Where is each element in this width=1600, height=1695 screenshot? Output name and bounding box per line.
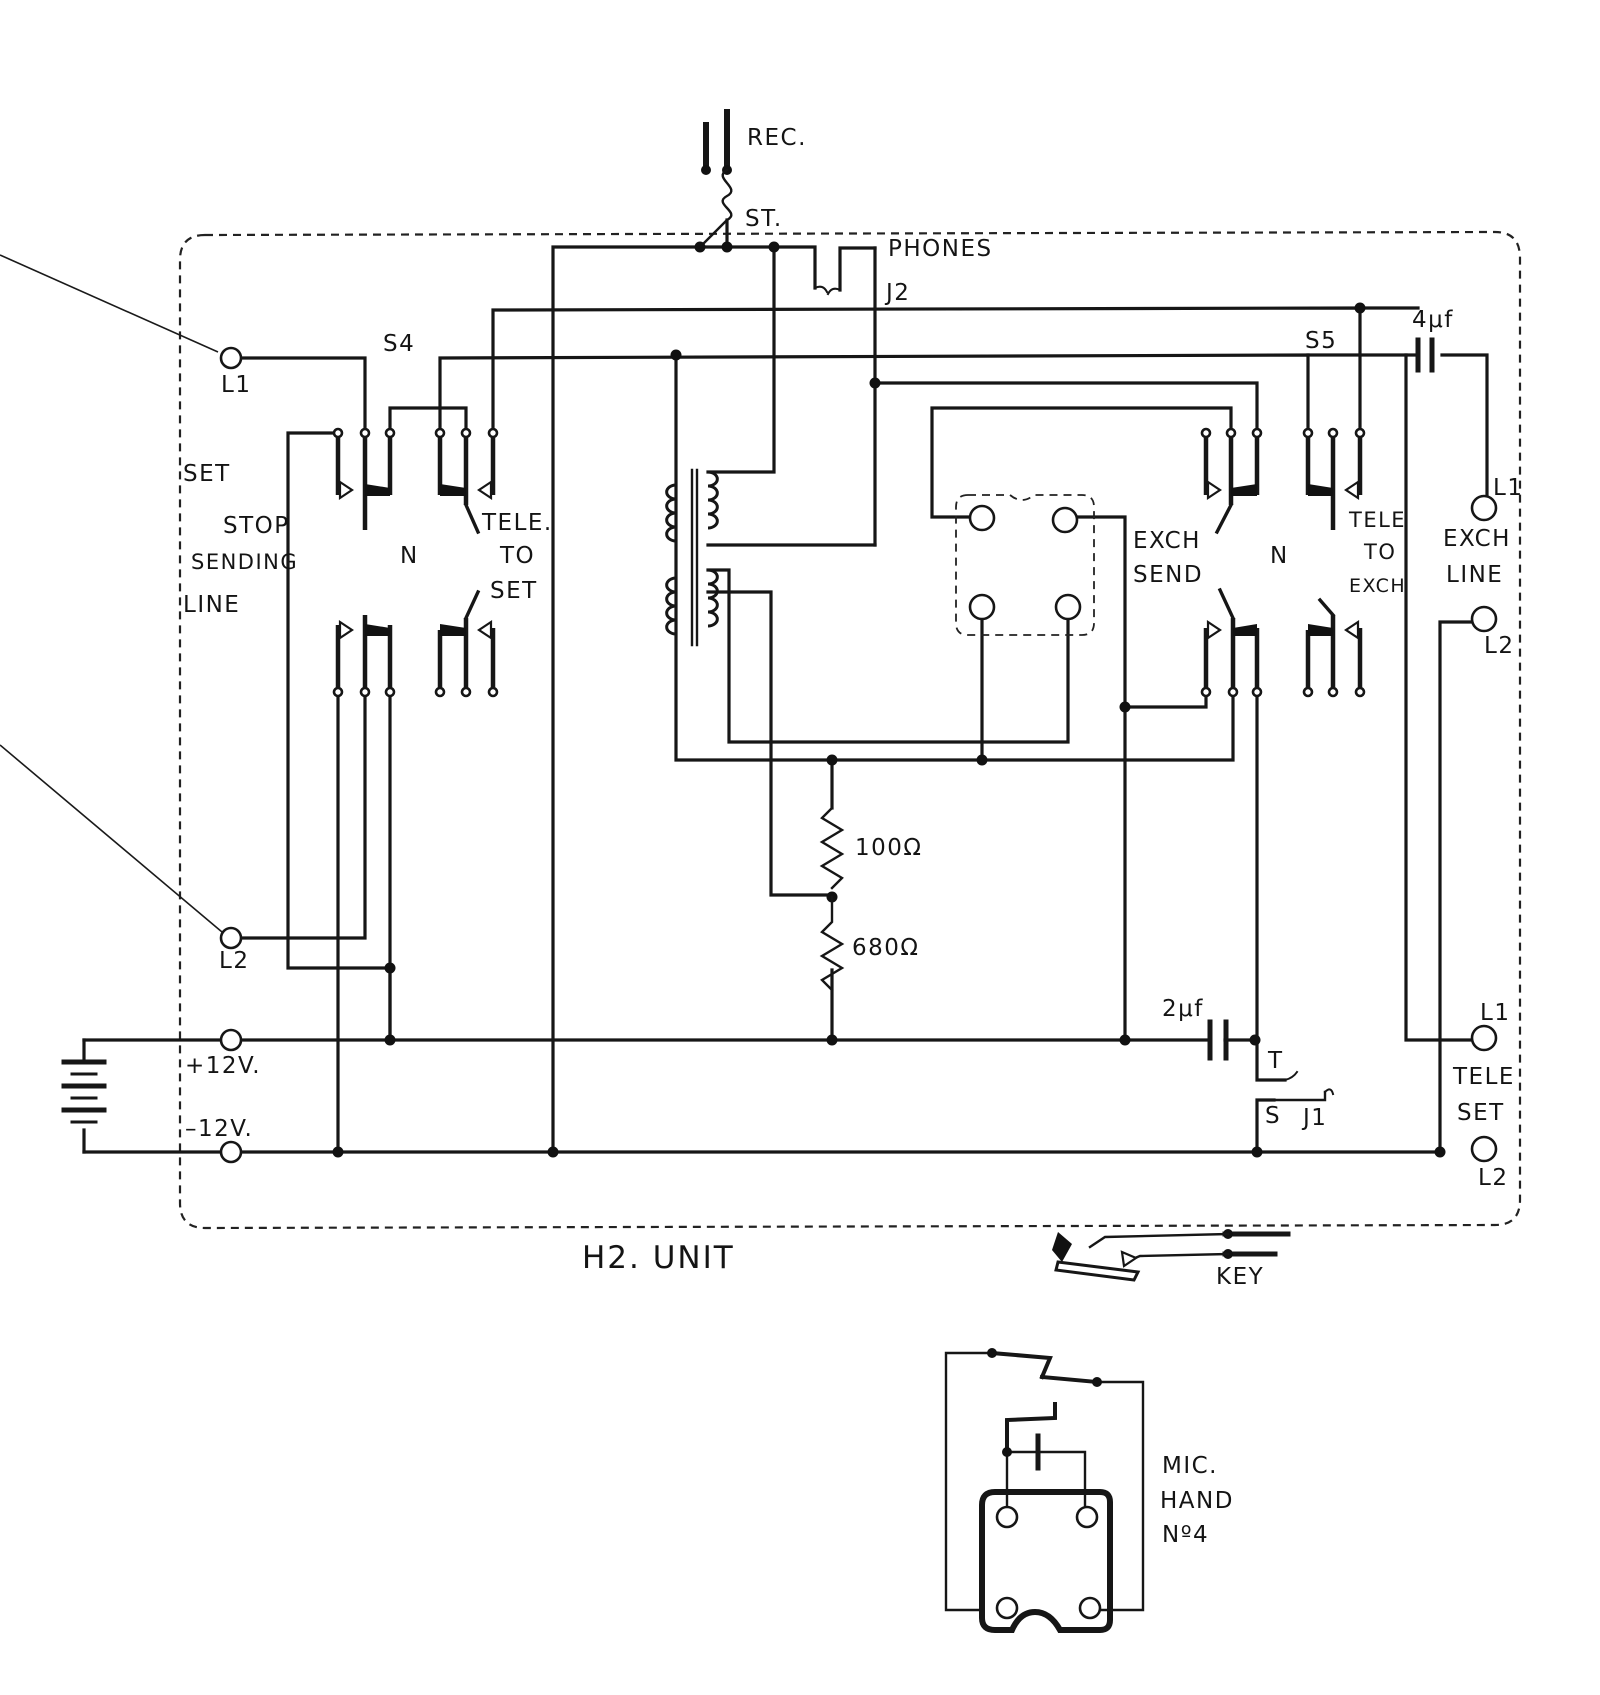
label-tele-to-exch-2: TO <box>1363 540 1396 564</box>
label-n-right: N <box>1270 543 1289 569</box>
label-st: ST. <box>745 206 783 232</box>
label-exch-l2: L2 <box>1484 633 1514 659</box>
terminal-plus-12v <box>219 1028 243 1052</box>
resistor-680-ohm <box>819 895 845 992</box>
s4-top-left-contacts <box>332 427 396 530</box>
label-exch-l1: L1 <box>1493 475 1523 501</box>
pressel-key <box>1052 1229 1291 1282</box>
label-tele-l2: L2 <box>1478 1165 1508 1191</box>
label-100-ohm: 100Ω <box>855 835 922 861</box>
label-4uf: 4μf <box>1412 307 1454 333</box>
s4-top-right-contacts <box>434 427 499 535</box>
battery <box>61 1038 233 1154</box>
s5-bottom-left-contacts <box>1200 587 1263 698</box>
label-line: LINE <box>183 592 240 618</box>
label-sending: SENDING <box>191 550 298 574</box>
phones-jack-j2 <box>772 245 877 547</box>
label-tele-set-2: SET <box>1457 1100 1505 1126</box>
terminal-tele-set-l2 <box>1470 1135 1498 1163</box>
external-lead-l2 <box>0 744 223 933</box>
label-680-ohm: 680Ω <box>852 935 919 961</box>
mic-handset <box>944 1348 1145 1633</box>
label-n-left: N <box>400 543 419 569</box>
terminal-exch-l2 <box>1470 605 1498 633</box>
s4-bottom-right-contacts <box>434 589 499 698</box>
resistor-100-ohm <box>819 806 845 890</box>
label-s5: S5 <box>1305 328 1337 354</box>
label-s4: S4 <box>383 331 415 357</box>
label-plus-12v: +12V. <box>185 1053 261 1079</box>
label-key: KEY <box>1216 1264 1264 1290</box>
label-h2-unit: H2. UNIT <box>582 1240 735 1276</box>
label-mic-1: MIC. <box>1162 1453 1218 1479</box>
mic-socket <box>955 494 1095 636</box>
s5-bottom-right-contacts <box>1302 597 1366 698</box>
terminal-tele-set-l1 <box>1470 1024 1498 1052</box>
terminal-set-l2 <box>219 926 243 950</box>
label-minus-12v: –12V. <box>185 1116 253 1142</box>
label-tele-l1: L1 <box>1480 1000 1510 1026</box>
switch-s5 <box>1200 427 1366 698</box>
label-tele-to-set-3: SET <box>490 578 538 604</box>
label-tele-to-exch-1: TELE <box>1348 508 1406 532</box>
label-phones: PHONES <box>888 236 993 262</box>
label-exch-send-1: EXCH <box>1133 528 1201 554</box>
label-j1: J1 <box>1301 1105 1327 1131</box>
label-s: S <box>1265 1103 1281 1129</box>
label-tele-set-1: TELE <box>1452 1064 1515 1090</box>
label-tele-to-set-2: TO <box>499 543 535 569</box>
label-2uf: 2μf <box>1162 996 1204 1022</box>
terminal-minus-12v <box>219 1140 243 1164</box>
label-set: SET <box>183 461 231 487</box>
junction-dots <box>332 241 1446 1158</box>
switch-s4 <box>332 427 499 698</box>
label-exch-send-2: SEND <box>1133 562 1203 588</box>
terminal-exch-l1 <box>1470 494 1498 522</box>
s5-top-right-contacts <box>1302 427 1366 530</box>
s4-bottom-left-contacts <box>332 615 396 698</box>
label-set-l2: L2 <box>219 948 249 974</box>
label-exch-line-1: EXCH <box>1443 526 1511 552</box>
label-mic-3: Nº4 <box>1162 1522 1209 1548</box>
label-j2: J2 <box>884 280 910 306</box>
label-t: T <box>1267 1048 1284 1074</box>
capacitor-4uf <box>1415 337 1435 373</box>
label-tele-to-exch-3: EXCH <box>1349 575 1406 597</box>
label-stop: STOP <box>223 513 290 539</box>
main-wiring <box>229 245 1489 1154</box>
terminal-set-l1 <box>219 346 243 370</box>
transformer <box>665 468 719 647</box>
capacitor-2uf <box>1207 1019 1229 1061</box>
receiver-plug <box>698 109 733 249</box>
label-exch-line-2: LINE <box>1446 562 1503 588</box>
label-rec: REC. <box>747 125 807 151</box>
label-tele-to-set-1: TELE. <box>481 510 553 536</box>
h2-unit-outline <box>178 230 1522 1230</box>
label-set-l1: L1 <box>221 372 251 398</box>
s5-top-left-contacts <box>1200 427 1263 535</box>
external-lead-l1 <box>0 254 219 353</box>
label-mic-2: HAND <box>1160 1488 1234 1514</box>
jack-j1 <box>1272 1070 1335 1102</box>
